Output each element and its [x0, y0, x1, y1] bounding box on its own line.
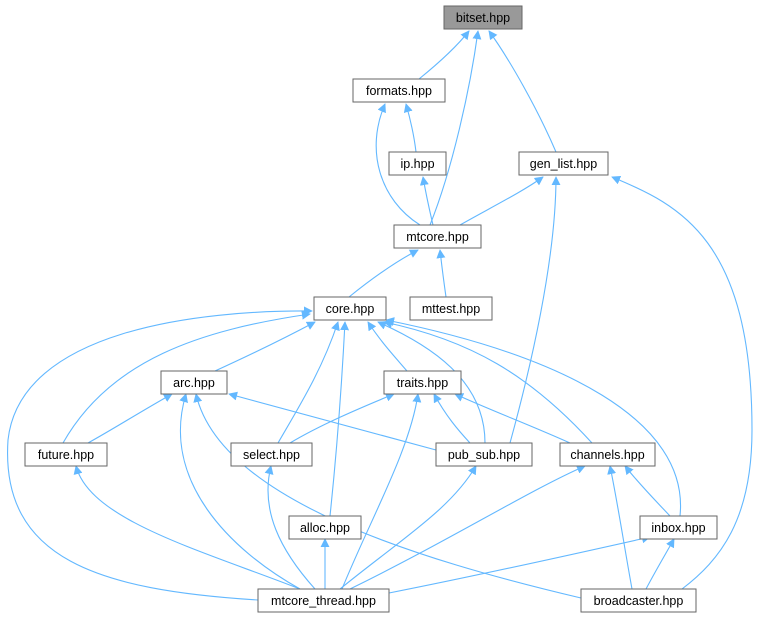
- node-box: [393, 224, 482, 249]
- node-box: [257, 588, 390, 613]
- node-box: [288, 515, 362, 540]
- edge-traits-to-core: [367, 321, 408, 372]
- node-box: [352, 78, 446, 103]
- node-label: mttest.hpp: [422, 302, 480, 316]
- node-label: arc.hpp: [173, 376, 215, 390]
- edge-future-to-core: [62, 310, 311, 444]
- node-label: gen_list.hpp: [530, 157, 597, 171]
- node-select[interactable]: select.hpp: [230, 442, 313, 467]
- edge-mtcore-to-ip: [419, 176, 434, 226]
- node-label: inbox.hpp: [651, 521, 705, 535]
- edge-gen_list-to-bitset: [488, 30, 557, 153]
- edge-broadcaster-to-inbox: [645, 538, 675, 590]
- node-box: [559, 442, 656, 467]
- edge-broadcaster-to-arc: [193, 393, 582, 599]
- edge-inbox-to-core: [385, 317, 682, 517]
- edge-mtcore_thread-to-traits: [341, 393, 422, 590]
- node-pub-sub[interactable]: pub_sub.hpp: [435, 442, 533, 467]
- edge-pub_sub-to-traits: [433, 393, 471, 444]
- node-mtcore[interactable]: mtcore.hpp: [393, 224, 482, 249]
- node-box: [24, 442, 108, 467]
- node-box: [383, 370, 462, 395]
- node-label: ip.hpp: [400, 157, 434, 171]
- node-mttest[interactable]: mttest.hpp: [409, 296, 493, 321]
- node-label: mtcore.hpp: [406, 230, 469, 244]
- node-future[interactable]: future.hpp: [24, 442, 108, 467]
- edge-mtcore_thread-to-inbox: [388, 534, 651, 594]
- node-label: traits.hpp: [397, 376, 448, 390]
- edge-mtcore_thread-to-core: [7, 306, 313, 601]
- node-box: [639, 515, 718, 540]
- node-label: core.hpp: [326, 302, 375, 316]
- edge-ip-to-formats: [403, 103, 417, 153]
- node-label: select.hpp: [243, 448, 300, 462]
- node-label: channels.hpp: [570, 448, 644, 462]
- edge-core-to-mtcore: [348, 249, 419, 298]
- edge-formats-to-bitset: [418, 30, 470, 80]
- node-box: [435, 442, 533, 467]
- node-label: alloc.hpp: [300, 521, 350, 535]
- edge-select-to-traits: [289, 392, 395, 444]
- edge-mtcore-to-bitset: [429, 30, 482, 226]
- node-box: [388, 151, 447, 176]
- edge-mtcore-to-formats: [375, 103, 421, 226]
- node-box: [230, 442, 313, 467]
- edge-arc-to-core: [214, 321, 316, 372]
- node-label: formats.hpp: [366, 84, 432, 98]
- node-layer: bitset.hpp formats.hpp ip.hpp gen_list.hppm…: [24, 5, 718, 613]
- node-bitset[interactable]: bitset.hpp: [443, 5, 523, 30]
- node-label: broadcaster.hpp: [594, 594, 684, 608]
- edge-future-to-arc: [87, 393, 173, 444]
- node-label: mtcore_thread.hpp: [271, 594, 376, 608]
- node-box: [409, 296, 493, 321]
- node-inbox[interactable]: inbox.hpp: [639, 515, 718, 540]
- node-arc[interactable]: arc.hpp: [160, 370, 228, 395]
- node-label: bitset.hpp: [456, 11, 510, 25]
- edge-mtcore_thread-to-arc: [179, 393, 301, 590]
- node-traits[interactable]: traits.hpp: [383, 370, 462, 395]
- node-formats[interactable]: formats.hpp: [352, 78, 446, 103]
- edge-mtcore_thread-to-pub_sub: [339, 465, 477, 590]
- edge-broadcaster-to-gen_list: [611, 175, 753, 590]
- node-gen-list[interactable]: gen_list.hpp: [518, 151, 609, 176]
- edge-mttest-to-mtcore: [436, 249, 447, 298]
- node-label: future.hpp: [38, 448, 94, 462]
- node-label: pub_sub.hpp: [448, 448, 520, 462]
- edge-channels-to-traits: [454, 393, 571, 444]
- edge-layer: [7, 30, 753, 601]
- edge-broadcaster-to-channels: [607, 465, 633, 590]
- node-box: [443, 5, 523, 30]
- node-box: [160, 370, 228, 395]
- node-box: [518, 151, 609, 176]
- edge-pub_sub-to-arc: [228, 391, 437, 451]
- edge-mtcore-to-gen_list: [459, 176, 544, 226]
- node-mtcore-thread[interactable]: mtcore_thread.hpp: [257, 588, 390, 613]
- node-box: [580, 588, 697, 613]
- node-core[interactable]: core.hpp: [313, 296, 387, 321]
- edge-mtcore_thread-to-channels: [349, 465, 586, 590]
- edge-pub_sub-to-core: [377, 321, 486, 444]
- edge-mtcore_thread-to-future: [73, 465, 301, 590]
- node-alloc[interactable]: alloc.hpp: [288, 515, 362, 540]
- node-broadcaster[interactable]: broadcaster.hpp: [580, 588, 697, 613]
- edge-alloc-to-core: [329, 321, 350, 517]
- edge-pub_sub-to-gen_list: [509, 176, 561, 444]
- edge-channels-to-core: [383, 319, 593, 444]
- edge-select-to-core: [277, 321, 340, 444]
- node-box: [313, 296, 387, 321]
- node-channels[interactable]: channels.hpp: [559, 442, 656, 467]
- edge-inbox-to-channels: [624, 465, 671, 517]
- edge-mtcore_thread-to-select: [264, 465, 316, 590]
- node-ip[interactable]: ip.hpp: [388, 151, 447, 176]
